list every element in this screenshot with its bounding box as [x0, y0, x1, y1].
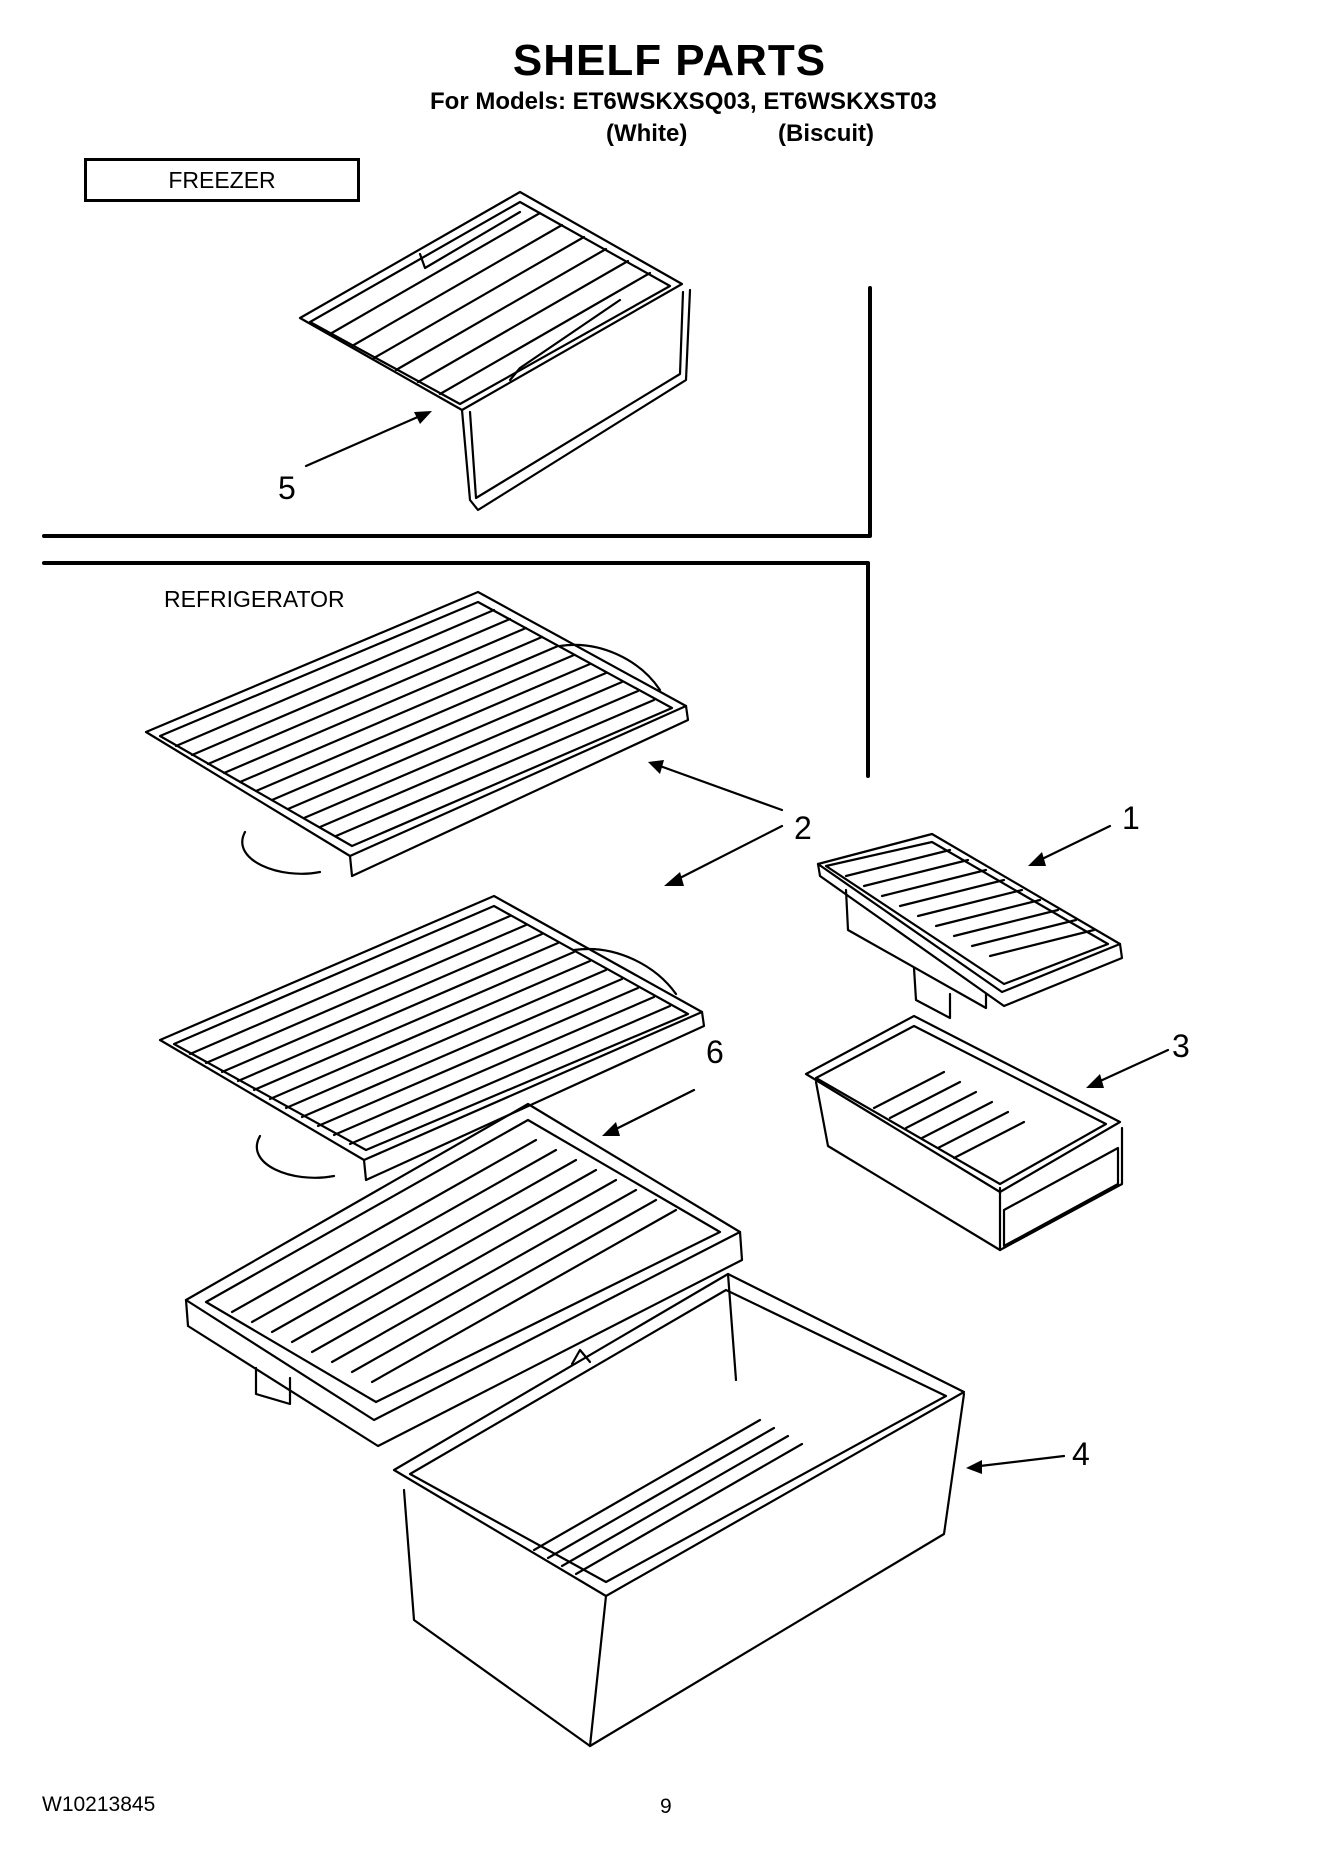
color-white-label: (White) [606, 120, 688, 147]
callout-4: 4 [1072, 1436, 1090, 1472]
callout-arrow-4 [966, 1454, 1066, 1474]
callout-arrow-3 [1086, 1048, 1170, 1088]
upper-refrigerator-shelf-part-2 [144, 590, 690, 878]
crisper-drawer-part-4 [392, 1272, 966, 1748]
crisper-cover-part-6 [184, 1102, 744, 1448]
callout-1: 1 [1122, 800, 1140, 836]
crisper-drawer-ribs [532, 1418, 804, 1576]
freezer-shelf-wires [328, 211, 652, 396]
freezer-section-label: FREEZER [84, 158, 360, 202]
crisper-cover-ribs [230, 1138, 678, 1384]
page-title: SHELF PARTS [512, 36, 827, 85]
upper-shelf-wires [174, 608, 656, 838]
callout-arrow-2-upper [648, 760, 784, 812]
refrigerator-section-label: REFRIGERATOR [164, 586, 345, 612]
lower-refrigerator-shelf-part-2 [158, 894, 706, 1182]
color-biscuit-label: (Biscuit) [778, 120, 874, 147]
freezer-section-frame [42, 286, 872, 538]
document-number: W10213845 [42, 1793, 156, 1816]
callout-arrow-2-lower [664, 824, 784, 886]
freezer-wire-shelf-part-5 [298, 190, 692, 512]
callout-6: 6 [706, 1034, 724, 1070]
callout-arrow-1 [1028, 824, 1112, 866]
callout-2: 2 [794, 810, 812, 846]
slide-out-shelf-part-1 [816, 832, 1124, 1020]
freezer-label-text: FREEZER [168, 166, 276, 193]
callout-arrow-5 [304, 411, 432, 468]
refrigerator-section-frame [42, 561, 870, 778]
page-number: 9 [660, 1795, 672, 1818]
models-line: For Models: ET6WSKXSQ03, ET6WSKXST03 [430, 88, 937, 115]
callout-3: 3 [1172, 1028, 1190, 1064]
slide-shelf-wires [844, 848, 1096, 958]
small-drawer-ribs [872, 1070, 1026, 1160]
callout-arrow-6 [602, 1088, 696, 1136]
lower-shelf-wires [188, 914, 672, 1146]
small-drawer-part-3 [804, 1014, 1124, 1252]
callout-5: 5 [278, 470, 296, 506]
